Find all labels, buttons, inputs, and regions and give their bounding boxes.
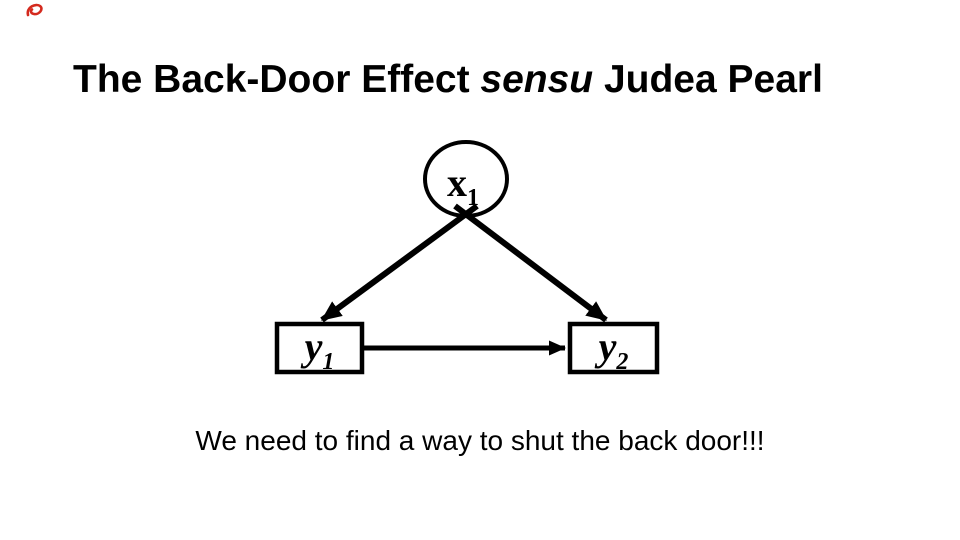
red-pen-mark-stroke	[26, 3, 43, 17]
title-segment-before: The Back-Door Effect	[73, 58, 481, 101]
page-title: The Back-Door Effect sensu Judea Pearl	[73, 56, 823, 103]
caption-text: We need to find a way to shut the back d…	[195, 425, 765, 456]
node-x1-base: x	[447, 160, 467, 205]
title-segment-italic: sensu	[480, 58, 594, 101]
node-y1-box	[274, 321, 365, 375]
node-y2-base: y	[598, 324, 617, 369]
node-y1-subscript: 1	[322, 349, 335, 375]
node-y2-label: y2	[570, 324, 657, 375]
node-x1-subscript: 1	[467, 185, 479, 211]
title-segment-after: Judea Pearl	[593, 58, 823, 101]
edge-x1-y1	[320, 203, 479, 323]
node-x1-label: x1	[422, 142, 504, 216]
edge-x1-y2	[453, 203, 608, 323]
node-y1-label: y1	[277, 324, 362, 375]
red-pen-mark-icon	[26, 3, 43, 17]
node-y1-base: y	[304, 324, 323, 369]
node-y2-box	[567, 321, 660, 375]
node-y2-subscript: 2	[616, 349, 629, 375]
